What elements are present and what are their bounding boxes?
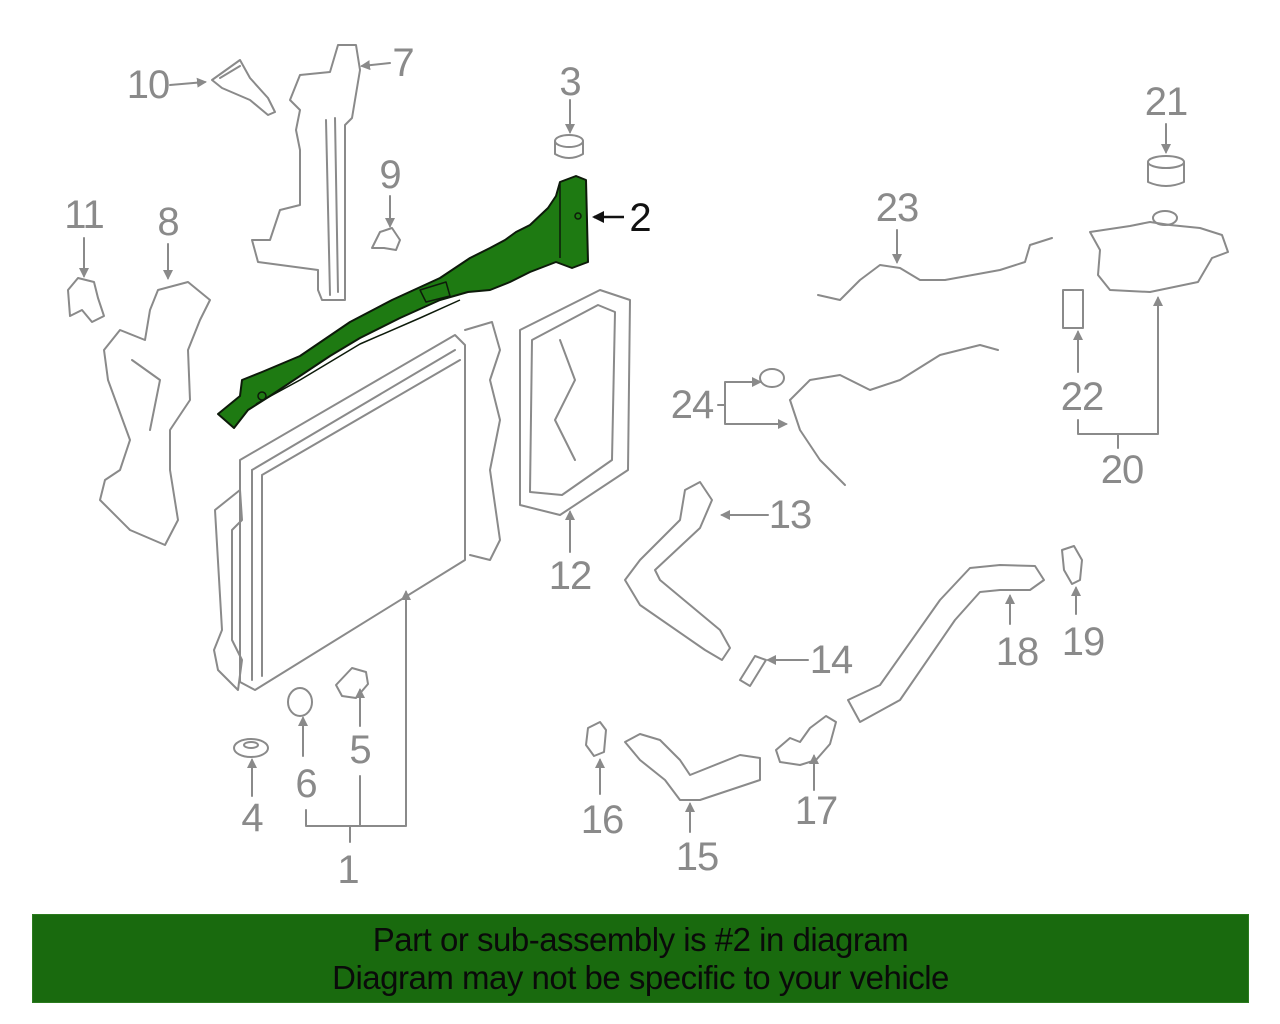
callout-24: 24	[670, 383, 714, 427]
part-18-hose	[847, 564, 1045, 723]
part-22-label-pad	[1062, 289, 1084, 329]
part-17-connector	[775, 715, 837, 766]
part-12-shroud	[519, 289, 631, 516]
part-24-hose	[789, 344, 999, 401]
part-19-clip	[1061, 545, 1083, 585]
part-2-upper-radiator-support	[217, 175, 589, 429]
part-5-drain-plug	[335, 667, 369, 699]
callout-15: 15	[675, 835, 719, 879]
part-23-hose	[817, 237, 1053, 301]
callout-6: 6	[295, 762, 317, 806]
part-20-reservoir	[1089, 210, 1229, 293]
part-1-radiator	[213, 321, 501, 691]
part-10-bracket	[211, 59, 276, 116]
callout-19: 19	[1061, 620, 1105, 664]
callout-5: 5	[349, 728, 371, 772]
callout-20: 20	[1100, 448, 1144, 492]
callout-7: 7	[392, 41, 414, 85]
part-16-clamp	[585, 721, 607, 757]
callout-12: 12	[548, 554, 592, 598]
callout-23: 23	[875, 186, 919, 230]
callout-9: 9	[379, 153, 401, 197]
callout-22: 22	[1060, 375, 1104, 419]
part-7-air-guide	[251, 44, 361, 301]
callout-2: 2	[629, 196, 651, 240]
part-4-grommet	[233, 738, 269, 758]
callout-16: 16	[580, 798, 624, 842]
callout-13: 13	[768, 493, 812, 537]
part-notice-banner: Part or sub-assembly is #2 in diagram Di…	[32, 914, 1249, 1003]
callout-1: 1	[337, 848, 359, 892]
part-15-hose	[624, 733, 761, 801]
part-8-air-guide	[99, 281, 211, 546]
banner-line-disclaimer: Diagram may not be specific to your vehi…	[332, 958, 949, 996]
banner-line-part-number: Part or sub-assembly is #2 in diagram	[372, 920, 909, 958]
part-6-washer	[287, 687, 313, 717]
callout-10: 10	[126, 63, 170, 107]
part-13-hose	[624, 481, 731, 661]
callout-14: 14	[809, 638, 853, 682]
callout-11: 11	[64, 193, 105, 237]
callout-4: 4	[241, 796, 263, 840]
part-14-clamp	[739, 655, 767, 687]
callout-21: 21	[1144, 80, 1188, 124]
part-9-clip	[371, 227, 401, 251]
callout-8: 8	[157, 200, 179, 244]
callout-18: 18	[995, 630, 1039, 674]
part-3-grommet	[554, 134, 584, 159]
part-21-cap	[1147, 155, 1185, 187]
part-24-clip	[759, 368, 785, 388]
part-11-clip	[67, 277, 105, 323]
callout-17: 17	[794, 789, 838, 833]
callout-3: 3	[559, 60, 581, 104]
leader-lines	[79, 60, 1171, 843]
